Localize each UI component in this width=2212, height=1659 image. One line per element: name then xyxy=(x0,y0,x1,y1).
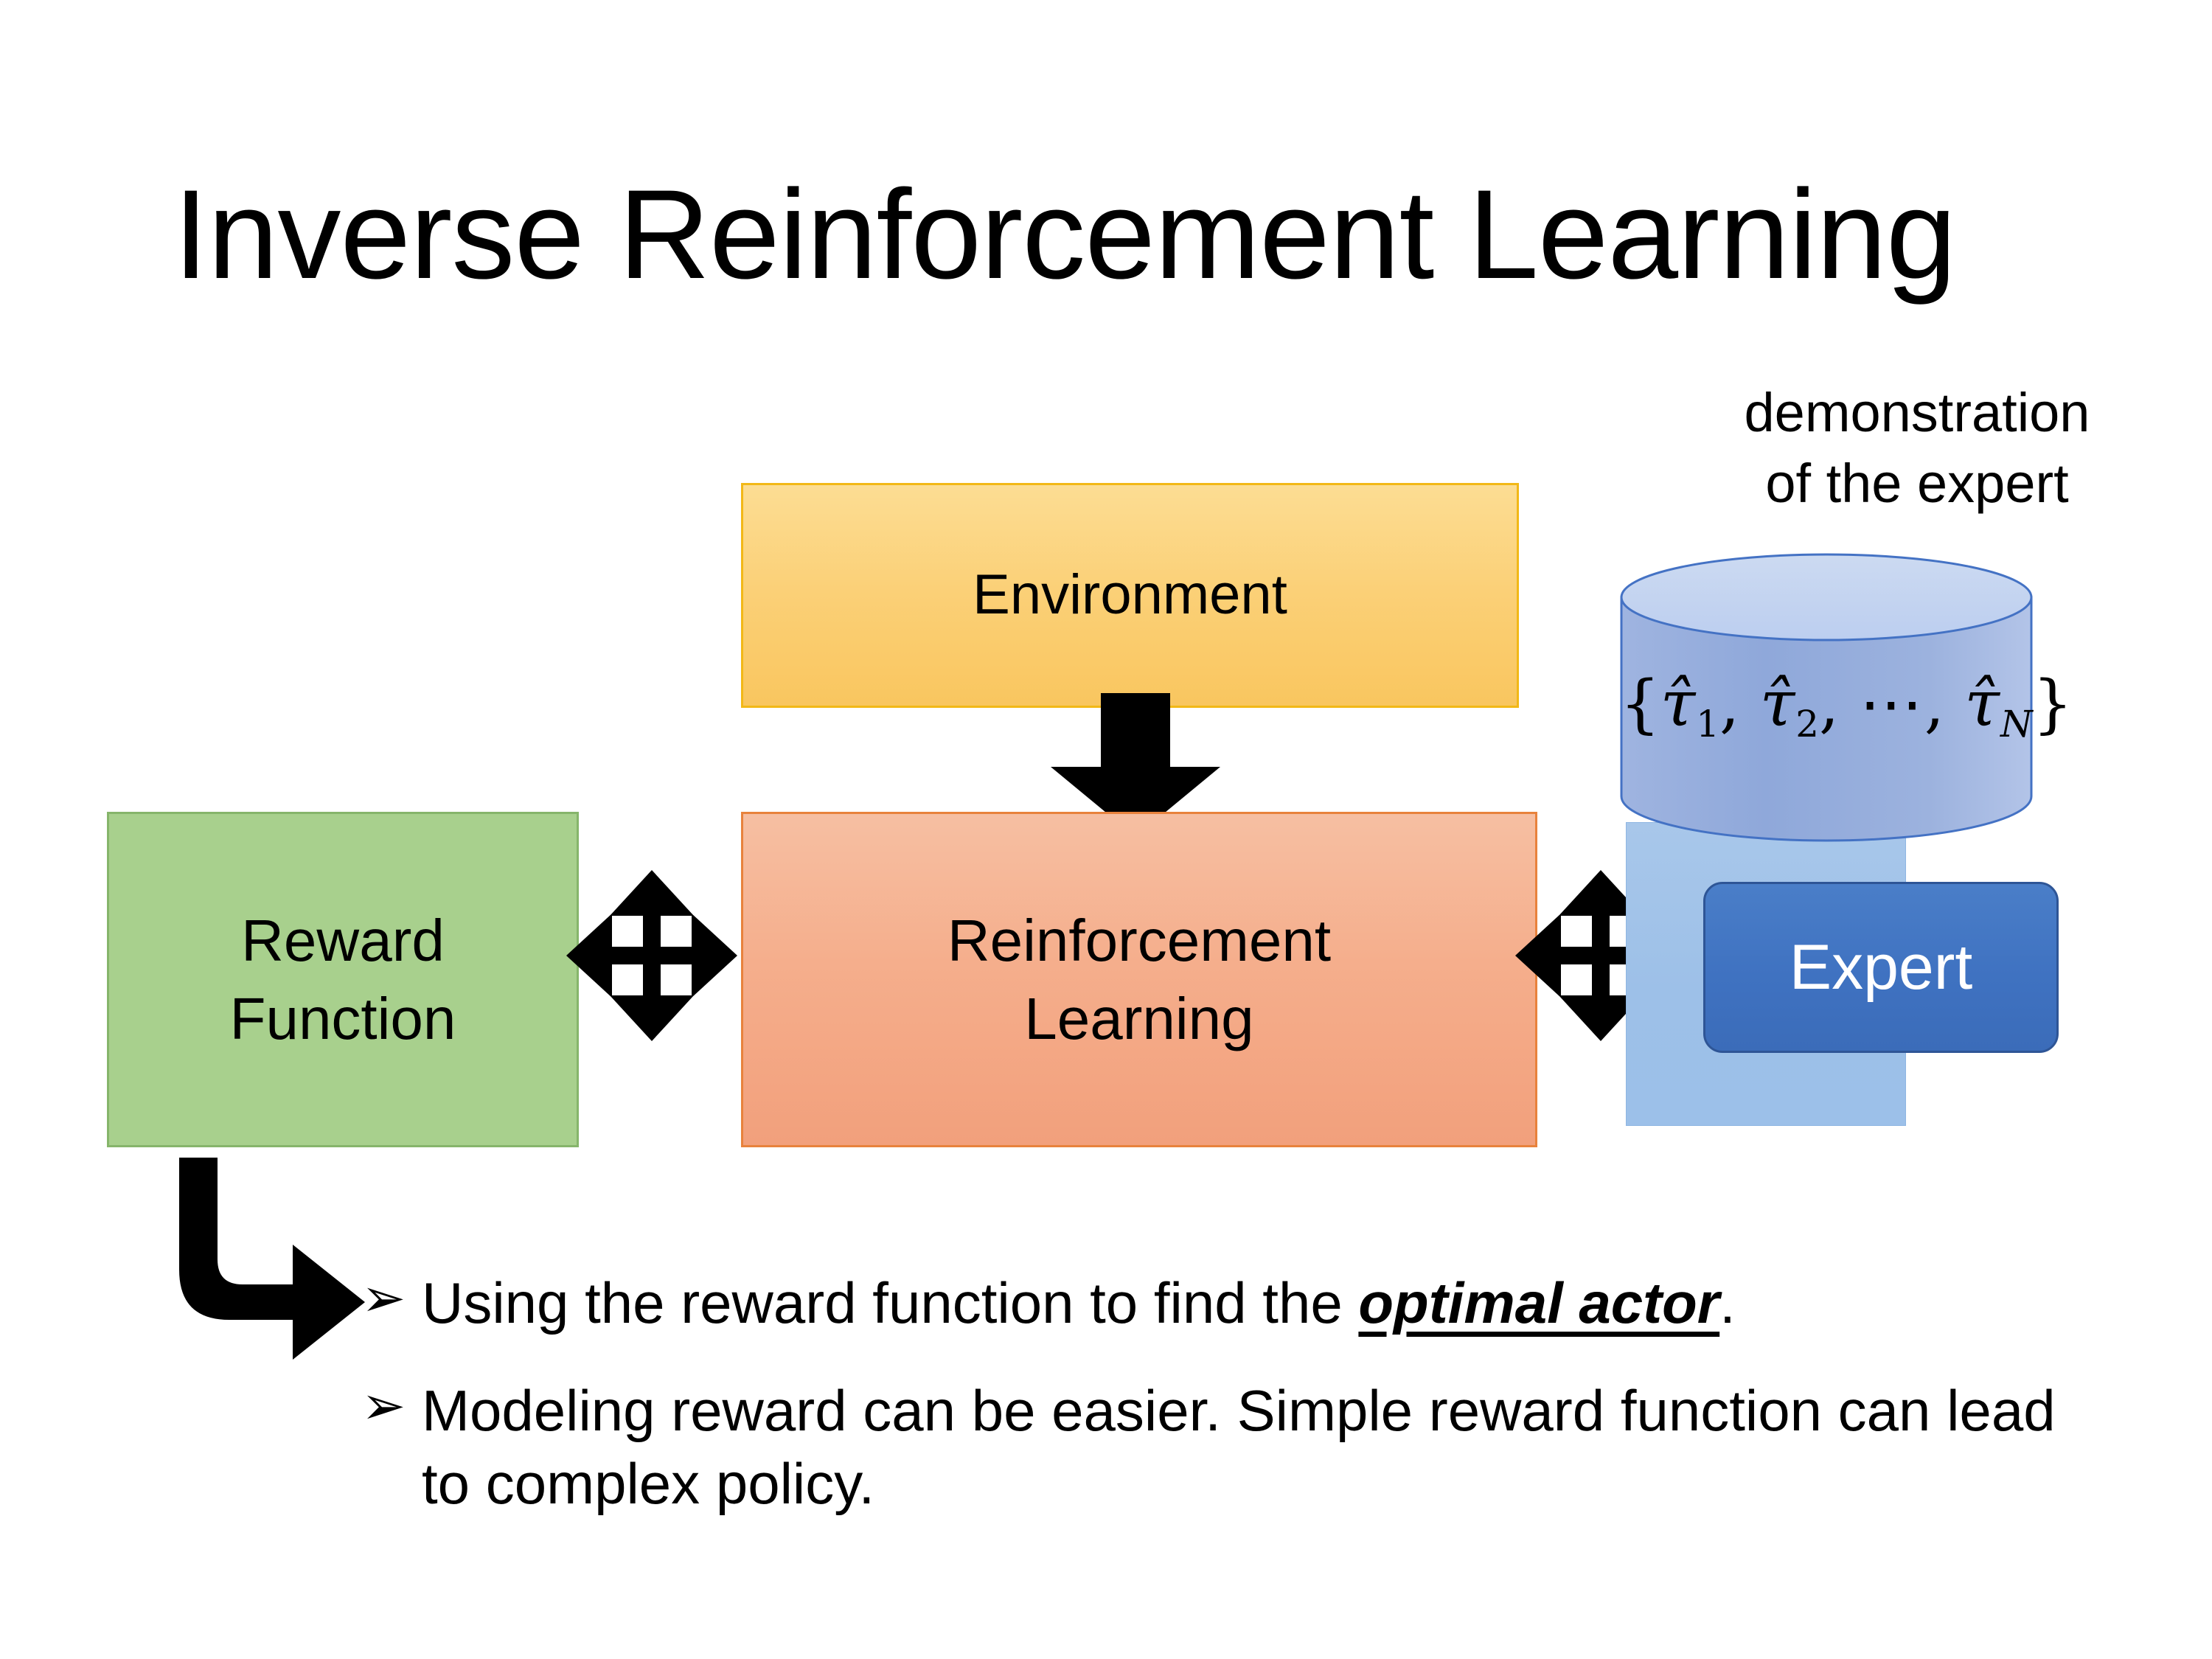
bullet-text-prefix: Modeling reward can be easier. Simple re… xyxy=(422,1378,2056,1516)
bent-arrow-icon xyxy=(166,1158,365,1375)
reward-function-label-line2: Function xyxy=(229,985,456,1051)
bullet-emphasis: optimal actor xyxy=(1358,1270,1720,1335)
formula-sub-1: 1 xyxy=(1696,702,1720,745)
formula-ellipsis: ⋯ xyxy=(1859,667,1924,741)
formula-comma-3: , xyxy=(1924,667,1965,741)
formula-open-brace: { xyxy=(1620,667,1660,741)
environment-label: Environment xyxy=(973,563,1287,627)
bullet-marker-icon: ➢ xyxy=(361,1377,406,1436)
bullet-text: Using the reward function to find the op… xyxy=(422,1267,2057,1339)
demonstration-caption-line2: of the expert xyxy=(1765,453,2069,515)
quad-arrow-icon xyxy=(1515,870,1686,1041)
demonstration-cylinder-icon xyxy=(1620,553,2033,848)
reinforcement-learning-box: Reinforcement Learning xyxy=(741,812,1537,1147)
formula-tau-2: τ̂ xyxy=(1759,667,1795,741)
reward-function-label: Reward Function xyxy=(230,902,456,1057)
down-arrow-icon xyxy=(1051,693,1220,837)
formula-tau-1: τ̂ xyxy=(1660,667,1696,741)
quad-arrow-icon xyxy=(566,870,737,1041)
expert-label: Expert xyxy=(1789,931,1973,1003)
demonstration-caption: demonstration of the expert xyxy=(1644,378,2190,519)
list-item: ➢ Modeling reward can be easier. Simple … xyxy=(361,1374,2057,1520)
expert-box: Expert xyxy=(1703,882,2059,1053)
page-title: Inverse Reinforcement Learning xyxy=(173,164,1957,305)
bullet-list: ➢ Using the reward function to find the … xyxy=(361,1267,2057,1555)
reinforcement-learning-label-line2: Learning xyxy=(1024,985,1254,1051)
list-item: ➢ Using the reward function to find the … xyxy=(361,1267,2057,1339)
environment-box: Environment xyxy=(741,483,1519,708)
formula-comma-2: , xyxy=(1819,667,1860,741)
bullet-text-suffix: . xyxy=(1719,1270,1736,1335)
bullet-marker-icon: ➢ xyxy=(361,1269,406,1328)
bullet-text-prefix: Using the reward function to find the xyxy=(422,1270,1359,1335)
demonstration-caption-line1: demonstration xyxy=(1744,382,2090,443)
formula-tau-n: τ̂ xyxy=(1964,667,2000,741)
demonstration-formula: {τ̂1, τ̂2, ⋯, τ̂N} xyxy=(1620,667,2073,745)
reinforcement-learning-label: Reinforcement Learning xyxy=(947,902,1331,1057)
formula-comma-1: , xyxy=(1719,667,1760,741)
formula-sub-2: 2 xyxy=(1795,702,1820,745)
reward-function-label-line1: Reward xyxy=(241,907,445,973)
bullet-text: Modeling reward can be easier. Simple re… xyxy=(422,1374,2057,1520)
reward-function-box: Reward Function xyxy=(107,812,579,1147)
formula-close-brace: } xyxy=(2032,667,2073,741)
reinforcement-learning-label-line1: Reinforcement xyxy=(947,907,1332,973)
formula-sub-n: N xyxy=(2000,702,2033,745)
